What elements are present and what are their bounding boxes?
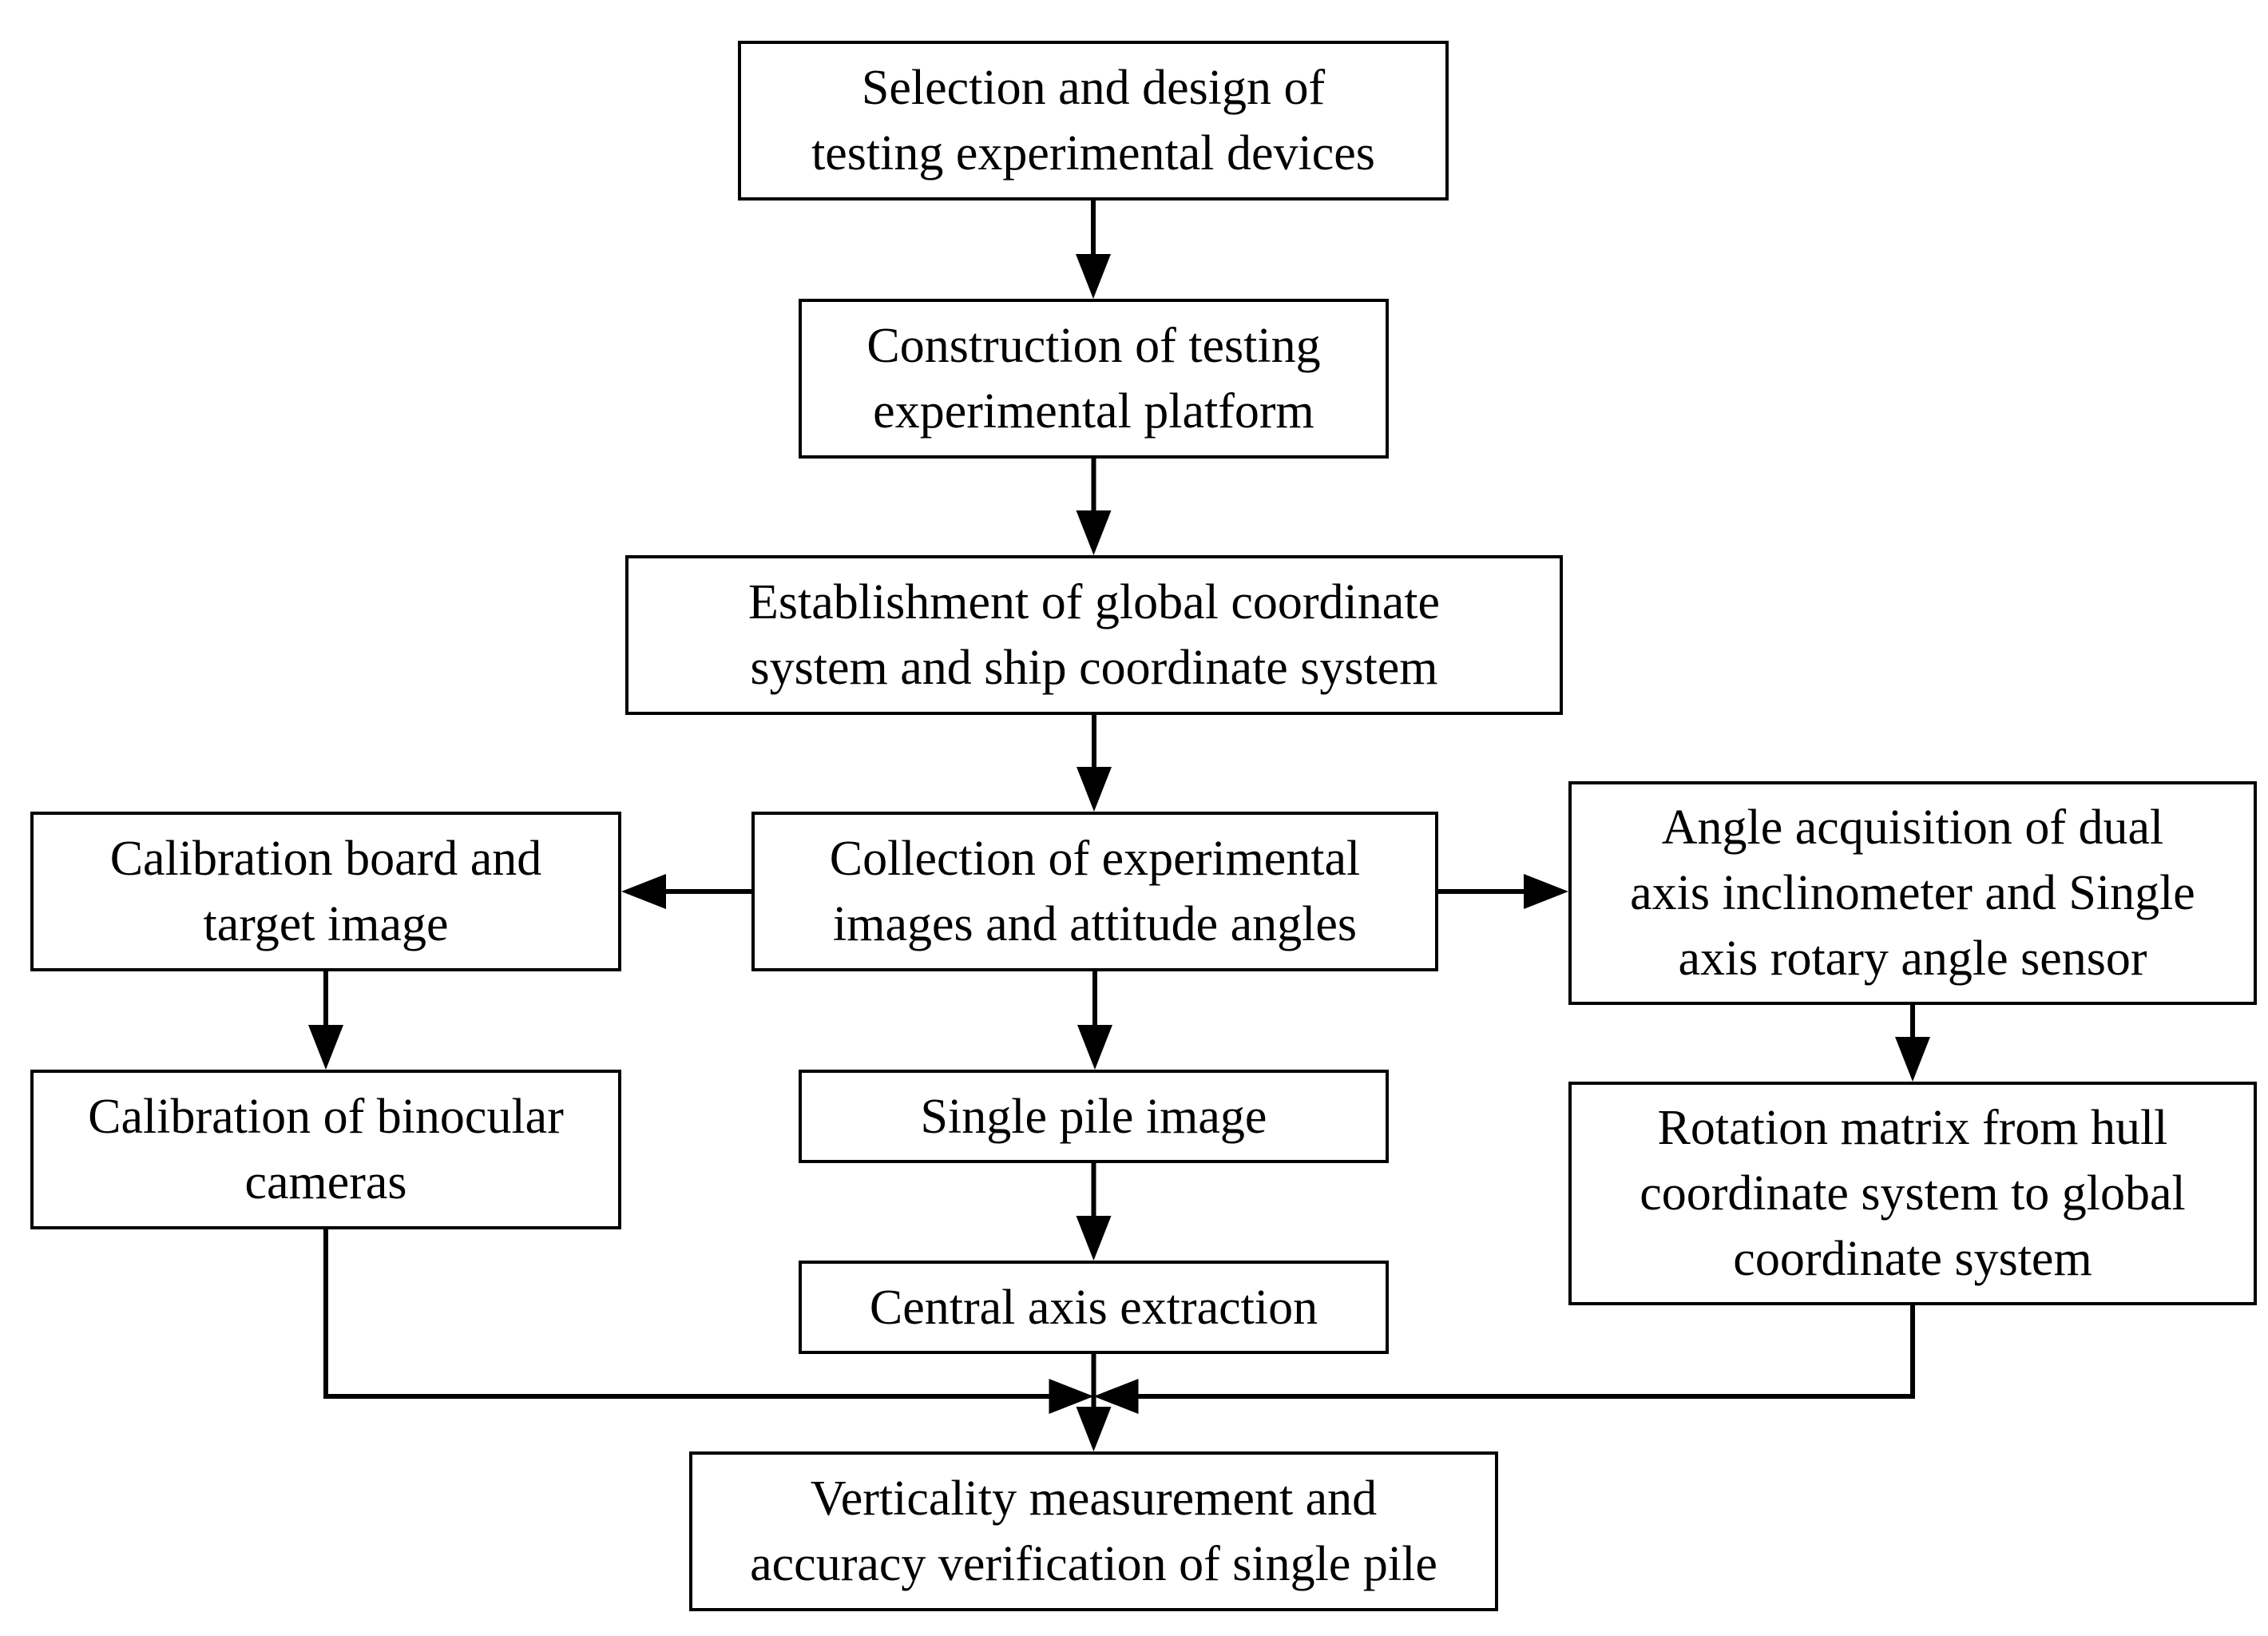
- edge-n5-n6-head: [1524, 874, 1568, 909]
- step-verticality-measurement: Verticality measurement and accuracy ver…: [689, 1451, 1498, 1611]
- edge-n4-n7-head: [308, 1025, 343, 1070]
- step-selection-design-label: Selection and design of testing experime…: [811, 61, 1375, 181]
- step-construction-platform-label: Construction of testing experimental pla…: [866, 319, 1321, 439]
- step-angle-acquisition: Angle acquisition of dual axis inclinome…: [1568, 781, 2257, 1005]
- step-calibration-binocular-label: Calibration of binocular cameras: [88, 1090, 564, 1209]
- edge-n5-n8-head: [1077, 1025, 1112, 1070]
- step-construction-platform: Construction of testing experimental pla…: [799, 299, 1389, 459]
- step-rotation-matrix-label: Rotation matrix from hull coordinate sys…: [1640, 1101, 2186, 1286]
- step-single-pile-image: Single pile image: [799, 1070, 1389, 1163]
- step-selection-design: Selection and design of testing experime…: [738, 41, 1449, 201]
- edge-n2-n3-head: [1076, 510, 1112, 555]
- step-establish-coordinate-systems-label: Establishment of global coordinate syste…: [747, 575, 1441, 695]
- step-central-axis-extraction-label: Central axis extraction: [869, 1280, 1318, 1335]
- edge-n7-merge-line: [323, 1229, 1049, 1399]
- edge-layer: [308, 201, 1930, 1451]
- step-establish-coordinate-systems: Establishment of global coordinate syste…: [625, 555, 1563, 715]
- edge-n3-n5-head: [1077, 767, 1112, 812]
- edge-n5-n4-head: [621, 874, 666, 909]
- step-single-pile-image-label: Single pile image: [920, 1089, 1267, 1144]
- edge-n10-n11-head: [1076, 1407, 1112, 1451]
- step-calibration-binocular: Calibration of binocular cameras: [30, 1070, 621, 1229]
- edge-n9-merge-line: [1138, 1305, 1915, 1399]
- step-verticality-measurement-label: Verticality measurement and accuracy ver…: [750, 1471, 1437, 1591]
- edge-n8-n10-head: [1076, 1216, 1112, 1261]
- step-calibration-board-target-label: Calibration board and target image: [109, 832, 542, 951]
- step-collection-images-angles-label: Collection of experimental images and at…: [829, 832, 1361, 951]
- edge-n1-n2-head: [1076, 254, 1111, 299]
- edge-n6-n9-head: [1895, 1037, 1930, 1082]
- step-rotation-matrix: Rotation matrix from hull coordinate sys…: [1568, 1082, 2257, 1305]
- edge-n9-merge-head: [1093, 1379, 1139, 1414]
- step-central-axis-extraction: Central axis extraction: [799, 1261, 1389, 1354]
- step-calibration-board-target: Calibration board and target image: [30, 812, 621, 971]
- step-angle-acquisition-label: Angle acquisition of dual axis inclinome…: [1630, 800, 2195, 986]
- step-collection-images-angles: Collection of experimental images and at…: [751, 812, 1438, 971]
- edge-n7-merge-head: [1049, 1379, 1094, 1414]
